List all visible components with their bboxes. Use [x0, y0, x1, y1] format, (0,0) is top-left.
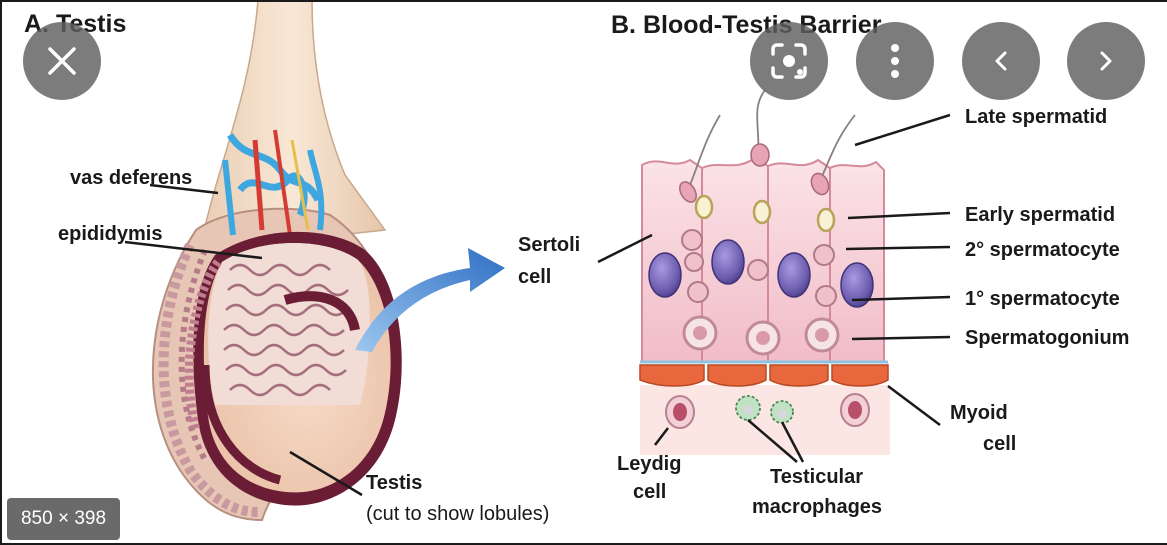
label-macrophages-line1: Testicular [770, 466, 863, 488]
label-sertoli-line2: cell [518, 266, 551, 288]
label-late-spermatid: Late spermatid [965, 106, 1107, 128]
lobules-icon [223, 263, 349, 397]
label-early-spermatid: Early spermatid [965, 204, 1115, 226]
frame-edge-top [0, 0, 1167, 2]
panel-b-illustration [597, 89, 951, 463]
label-spermatogonium: Spermatogonium [965, 327, 1129, 349]
label-secondary-spermatocyte: 2° spermatocyte [965, 239, 1120, 261]
sertoli-nuclei [648, 239, 874, 308]
chevron-right-icon [1100, 51, 1112, 71]
close-button[interactable] [23, 22, 101, 100]
lens-search-button[interactable] [750, 22, 828, 100]
lens-icon [771, 43, 807, 79]
label-myoid-line2: cell [983, 433, 1016, 455]
label-testis-note: (cut to show lobules) [366, 503, 549, 525]
panel-b-title: B. Blood-Testis Barrier [611, 11, 882, 39]
close-icon [48, 47, 76, 75]
label-sertoli-line1: Sertoli [518, 234, 580, 256]
label-vas-deferens: vas deferens [70, 167, 192, 189]
label-leydig-line2: cell [633, 481, 666, 503]
label-primary-spermatocyte: 1° spermatocyte [965, 288, 1120, 310]
frame-edge-left [0, 0, 2, 545]
label-macrophages-line2: macrophages [752, 496, 882, 518]
previous-image-button[interactable] [962, 22, 1040, 100]
next-image-button[interactable] [1067, 22, 1145, 100]
more-vert-icon [891, 44, 899, 78]
image-dimensions-badge: 850 × 398 [7, 498, 120, 540]
vessels-icon [222, 129, 325, 236]
frame-edge-bottom [0, 543, 1167, 545]
more-options-button[interactable] [856, 22, 934, 100]
label-testis: Testis [366, 472, 422, 494]
label-leydig-line1: Leydig [617, 453, 681, 475]
label-epididymis: epididymis [58, 223, 162, 245]
panel-a-illustration [124, 0, 402, 522]
label-myoid-line1: Myoid [950, 402, 1008, 424]
myoid-cells [639, 364, 889, 387]
zoom-arrow [355, 248, 505, 352]
chevron-left-icon [995, 51, 1007, 71]
